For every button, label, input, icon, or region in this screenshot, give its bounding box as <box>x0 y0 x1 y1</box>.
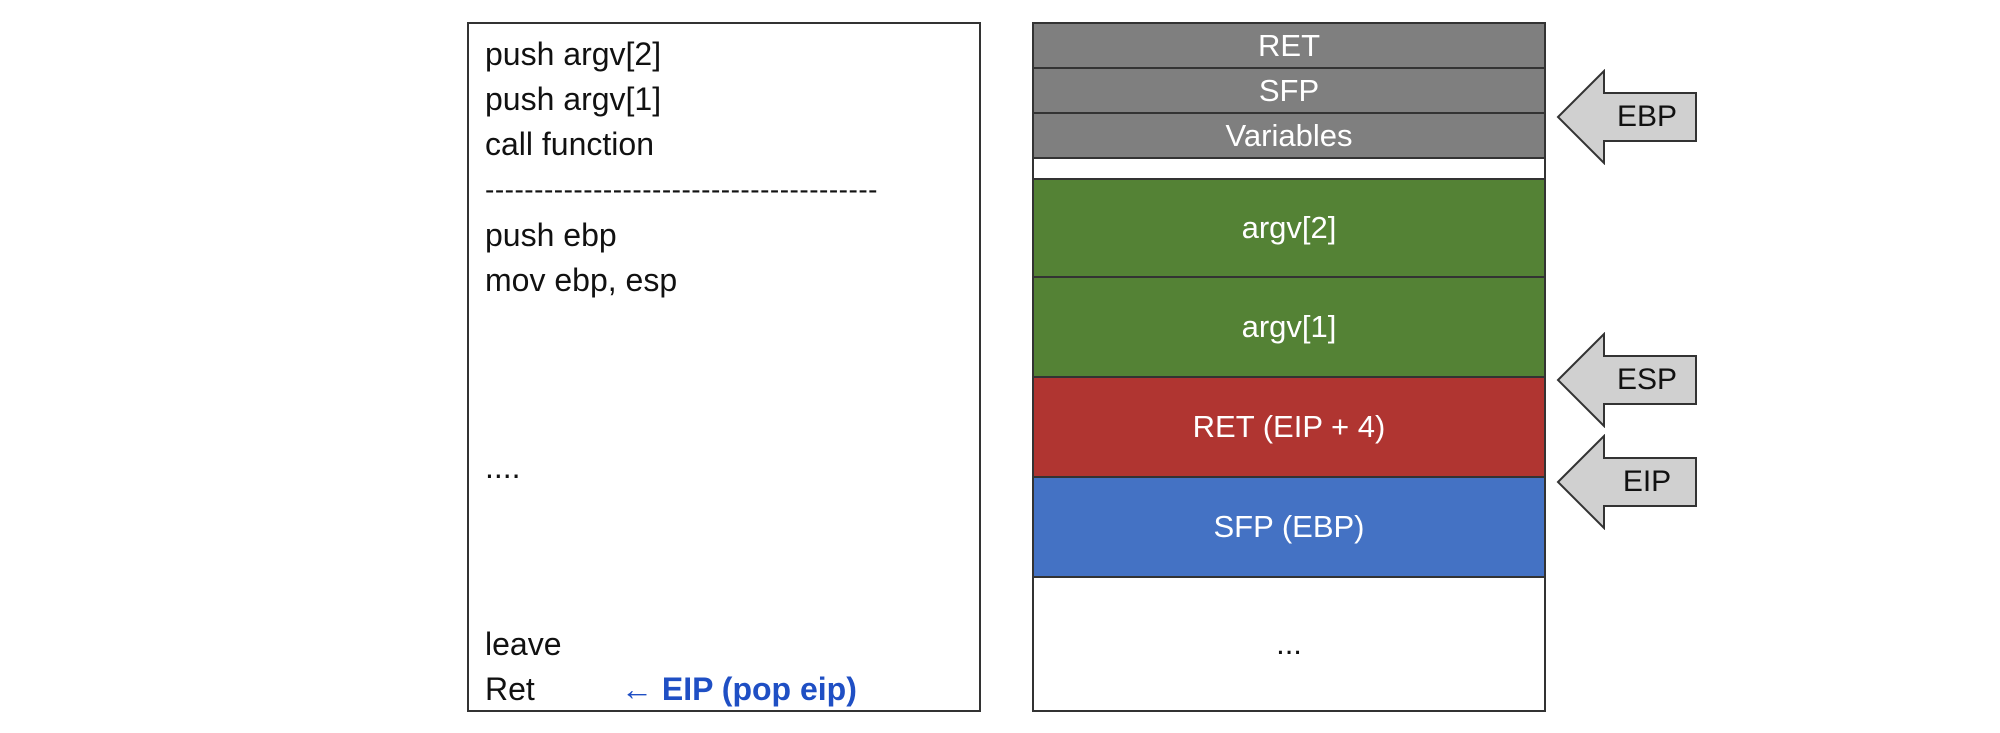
stack-cell-argv1: argv[1] <box>1034 278 1544 378</box>
stack-cell-sfp-top: SFP <box>1034 69 1544 114</box>
left-arrow-icon <box>1556 332 1697 428</box>
stack-cell-gap <box>1034 159 1544 180</box>
code-panel: push argv[2] push argv[1] call function … <box>467 22 981 712</box>
eip-note: ← EIP (pop eip) <box>621 671 857 707</box>
stack-cell-ret-eip: RET (EIP + 4) <box>1034 378 1544 478</box>
ebp-pointer-arrow: EBP <box>1556 69 1698 165</box>
stack-cell-ret-top: RET <box>1034 24 1544 69</box>
eip-pointer-arrow: EIP <box>1556 434 1698 530</box>
left-arrow-icon <box>1556 434 1697 530</box>
stack-diagram: RET SFP Variables argv[2] argv[1] RET (E… <box>1032 22 1546 712</box>
esp-label: ESP <box>1616 363 1678 396</box>
code-line: leave <box>485 626 562 662</box>
code-line: push ebp <box>485 217 617 253</box>
code-line: push argv[2] <box>485 36 662 72</box>
code-line: call function <box>485 126 654 162</box>
ret-label: Ret <box>485 671 535 707</box>
separator-line: ---------------------------------------- <box>485 174 878 205</box>
ebp-label: EBP <box>1616 100 1678 133</box>
code-line: .... <box>485 449 521 485</box>
esp-pointer-arrow: ESP <box>1556 332 1698 428</box>
code-line-ret: Ret ← EIP (pop eip) <box>485 669 857 709</box>
stack-cell-argv2: argv[2] <box>1034 180 1544 278</box>
stack-cell-variables: Variables <box>1034 114 1544 159</box>
stack-cell-ellipsis: ... <box>1034 578 1544 710</box>
stack-cell-sfp-ebp: SFP (EBP) <box>1034 478 1544 578</box>
left-arrow-icon <box>1556 69 1697 165</box>
eip-label: EIP <box>1622 465 1672 498</box>
code-line: push argv[1] <box>485 81 662 117</box>
code-line: mov ebp, esp <box>485 262 678 298</box>
